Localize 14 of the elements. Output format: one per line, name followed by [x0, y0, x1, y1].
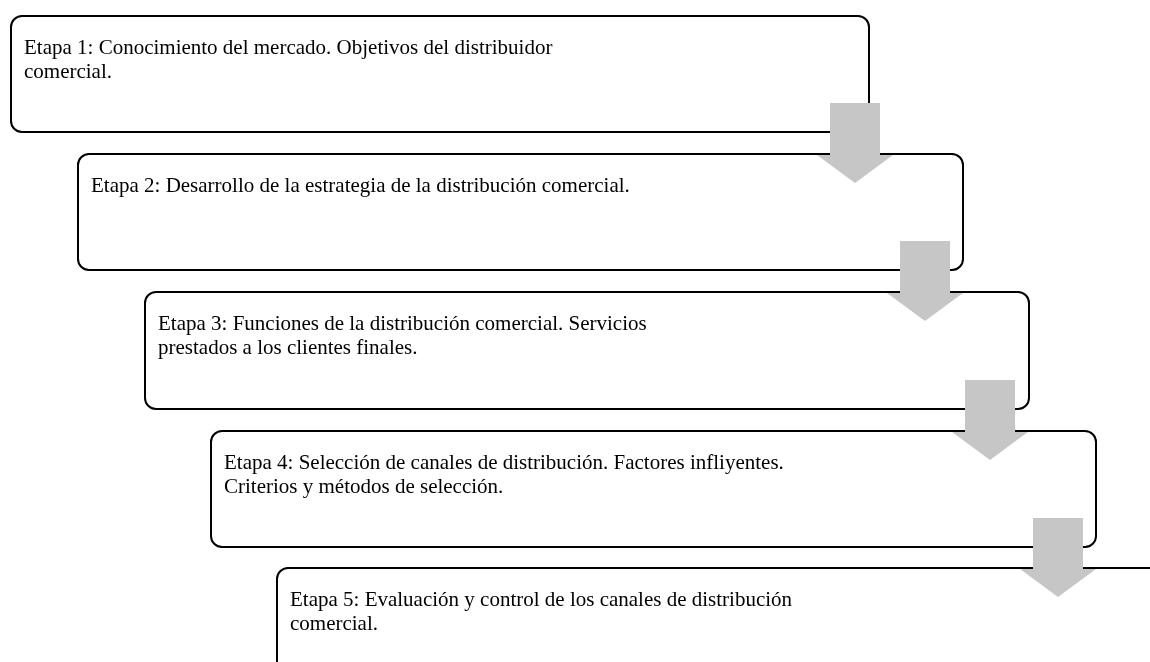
stage-text: Etapa 1: Conocimiento del mercado. Objetivos del distribuidor comercial. [24, 35, 554, 83]
block-arrow [952, 380, 1028, 460]
stage-box [77, 153, 964, 271]
block-arrow [817, 103, 893, 183]
stage-box [276, 567, 1150, 662]
stage-text: Etapa 3: Funciones de la distribución comercial. Servicios prestados a los clientes finales. [158, 311, 648, 359]
stage-text: Etapa 5: Evaluación y control de los canales de distribución comercial. [290, 587, 794, 635]
block-arrow [887, 241, 963, 321]
stage-box [10, 15, 870, 133]
stage-box [144, 291, 1030, 410]
block-arrow [1020, 518, 1096, 597]
stage-text: Etapa 2: Desarrollo de la estrategia de la distribución comercial. [91, 173, 631, 197]
stage-text: Etapa 4: Selección de canales de distribución. Factores infliyentes. Criterios y métodos de selección. [224, 450, 784, 498]
stage-box [210, 430, 1097, 548]
